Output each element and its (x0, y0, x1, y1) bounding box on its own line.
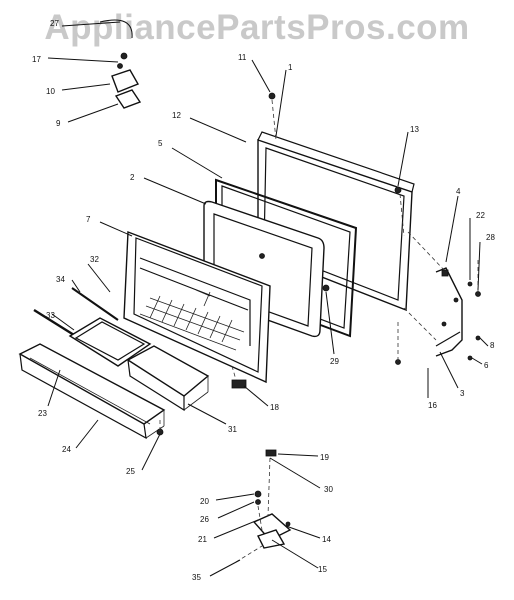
part-18-block (231, 379, 247, 389)
callout-13: 13 (410, 125, 419, 134)
screw-28 (475, 291, 481, 297)
screw-6 (467, 355, 473, 361)
callout-23: 23 (38, 409, 47, 418)
callout-labels: 1 2 3 4 5 6 7 8 9 10 11 12 13 14 15 16 1… (32, 19, 495, 582)
callout-15: 15 (318, 565, 327, 574)
callout-4: 4 (456, 187, 461, 196)
callout-17: 17 (32, 55, 41, 64)
callout-35: 35 (192, 573, 201, 582)
leader-lines (47, 21, 489, 577)
callout-16: 16 (428, 401, 437, 410)
callout-8: 8 (490, 341, 495, 350)
callout-29: 29 (330, 357, 339, 366)
callout-24: 24 (62, 445, 71, 454)
lower-hinge-part (252, 449, 292, 549)
upper-hinge-part (111, 52, 142, 109)
callout-1: 1 (288, 63, 293, 72)
callout-2: 2 (130, 173, 135, 182)
liner-part (123, 231, 271, 384)
shelf-rail-34-part (71, 287, 119, 321)
callout-18: 18 (270, 403, 279, 412)
callout-26: 26 (200, 515, 209, 524)
callout-27-arc (99, 19, 133, 39)
callout-19: 19 (320, 453, 329, 462)
hinge-bracket-part (435, 267, 463, 357)
callout-34: 34 (56, 275, 65, 284)
door-panel-part (257, 131, 415, 312)
callout-22: 22 (476, 211, 485, 220)
door-shelf-part (18, 343, 166, 440)
callout-21: 21 (198, 535, 207, 544)
screw-11 (268, 92, 276, 100)
callout-28: 28 (486, 233, 495, 242)
bin-31-part (126, 345, 210, 412)
callout-30: 30 (324, 485, 333, 494)
screw-13 (394, 186, 402, 194)
callout-6: 6 (484, 361, 489, 370)
callout-33: 33 (46, 311, 55, 320)
callout-3: 3 (460, 389, 465, 398)
callout-20: 20 (200, 497, 209, 506)
callout-9: 9 (56, 119, 61, 128)
callout-10: 10 (46, 87, 55, 96)
watermark-text: AppliancePartsPros.com (44, 8, 470, 47)
callout-5: 5 (158, 139, 163, 148)
callout-11: 11 (238, 53, 247, 62)
callout-7: 7 (86, 215, 91, 224)
callout-31: 31 (228, 425, 237, 434)
callout-25: 25 (126, 467, 135, 476)
bin-32-part (68, 317, 152, 367)
callout-14: 14 (322, 535, 331, 544)
callout-32: 32 (90, 255, 99, 264)
callout-12: 12 (172, 111, 181, 120)
callout-27: 27 (50, 19, 59, 28)
screw-8 (475, 335, 481, 341)
